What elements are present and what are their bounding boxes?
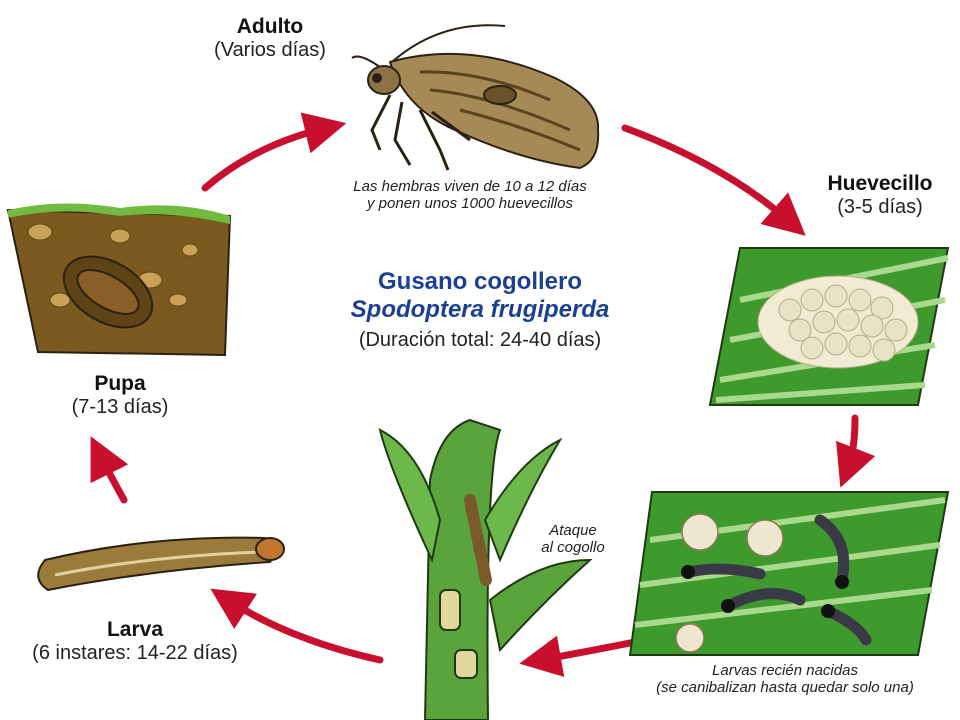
larva-name: Larva xyxy=(106,618,164,641)
soil-grass xyxy=(8,203,230,224)
arrow-larva-to-pupa xyxy=(90,436,129,504)
larva-duration: (6 instares: 14-22 días) xyxy=(32,642,238,665)
egg-duration: (3-5 días) xyxy=(837,196,923,219)
hatched-eggs xyxy=(675,513,784,653)
pupa-name: Pupa xyxy=(94,372,146,395)
plant-damage-1 xyxy=(439,589,461,631)
larva-head xyxy=(255,537,285,561)
plant-leaf-right-2 xyxy=(488,558,593,653)
moth-legs xyxy=(370,94,471,171)
egg-mass xyxy=(757,275,919,369)
moth-eye xyxy=(372,73,382,83)
newborn-note: Larvas recién nacidas (se canibalizan ha… xyxy=(656,662,914,697)
diagram-title: Gusano cogollero Spodoptera frugiperda (… xyxy=(310,268,650,352)
larva-body xyxy=(37,536,277,592)
arrow-pupa-to-adult xyxy=(201,112,347,192)
larva-stripe xyxy=(54,550,263,577)
adult-label: Adulto (Varios días) xyxy=(190,15,350,62)
tiny-larvae xyxy=(684,514,872,646)
common-name: Gusano cogollero xyxy=(377,268,583,295)
moth-illustration xyxy=(351,24,600,171)
attack-note: Ataque al cogollo xyxy=(541,522,605,557)
moth-wing xyxy=(389,52,600,169)
moth-antenna xyxy=(391,24,506,63)
plant-stalk xyxy=(423,418,502,720)
total-duration: (Duración total: 24-40 días) xyxy=(358,329,602,352)
soil-stones xyxy=(27,223,199,308)
egg-label: Huevecillo (3-5 días) xyxy=(800,172,960,219)
egg-name: Huevecillo xyxy=(827,172,933,195)
arrow-plant-to-larva xyxy=(210,588,384,664)
newborn-larvae-illustration xyxy=(628,491,950,656)
adult-duration: (Varios días) xyxy=(214,39,326,62)
arrow-egg-to-newborn xyxy=(836,414,876,488)
pupa-soil-illustration xyxy=(6,203,232,357)
pupa xyxy=(76,269,140,315)
larva-illustration xyxy=(37,536,285,592)
arrow-adult-to-egg xyxy=(621,124,806,236)
moth-head xyxy=(367,65,401,95)
pupa-duration: (7-13 días) xyxy=(71,396,169,419)
plant-damage-2 xyxy=(454,649,478,679)
plant-larva xyxy=(464,494,492,586)
plant-leaf-left xyxy=(378,428,442,564)
adult-note: Las hembras viven de 10 a 12 días y pone… xyxy=(353,178,587,213)
adult-name: Adulto xyxy=(236,15,304,38)
moth-wing-spot xyxy=(483,85,517,105)
corn-plant-illustration xyxy=(378,418,593,720)
pupa-label: Pupa (7-13 días) xyxy=(40,372,200,419)
arrow-newborn-to-plant xyxy=(519,635,649,677)
larva-label: Larva (6 instares: 14-22 días) xyxy=(0,618,270,665)
scientific-name: Spodoptera frugiperda xyxy=(350,295,610,323)
plant-leaf-right xyxy=(483,437,563,563)
egg-leaf-illustration xyxy=(708,247,950,406)
